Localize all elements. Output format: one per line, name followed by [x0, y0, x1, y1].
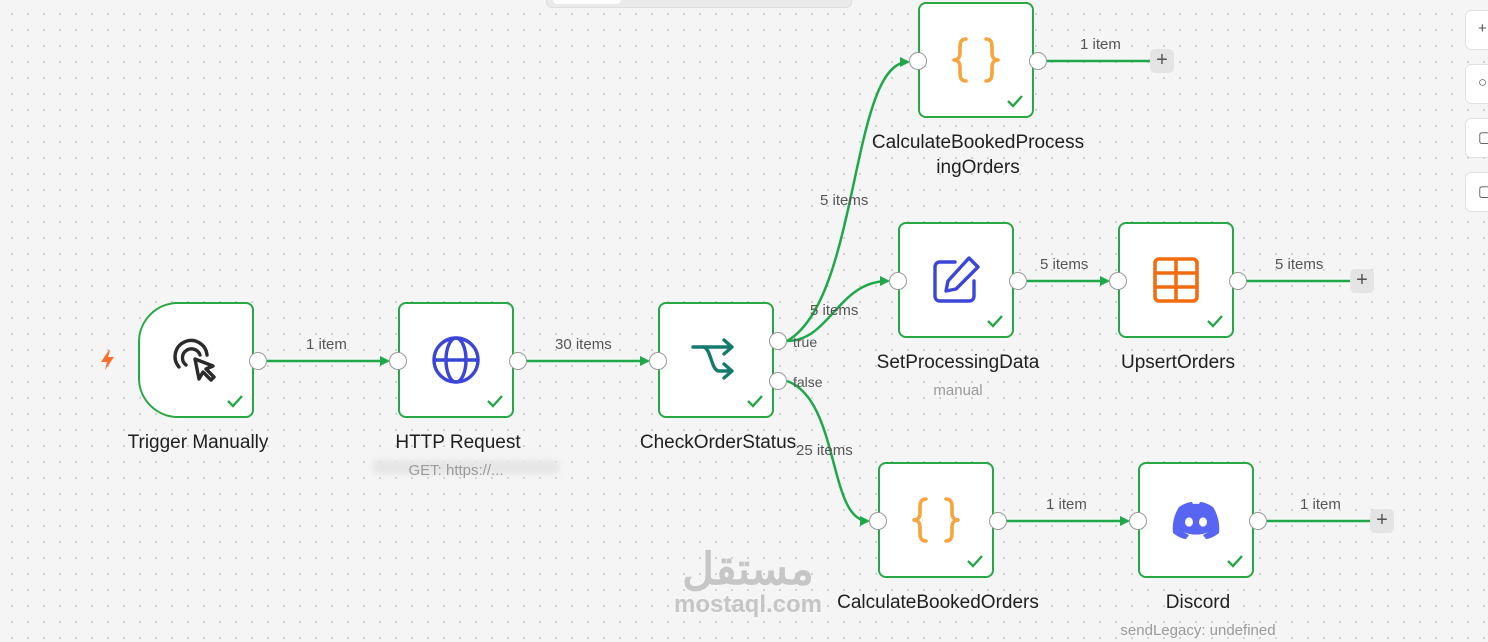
- node-subtitle-discord: sendLegacy: undefined: [1120, 622, 1276, 639]
- node-upsert-orders[interactable]: [1118, 222, 1234, 338]
- node-label-line-1: CalculateBookedProcess: [871, 132, 1085, 153]
- node-label-line-2: ingOrders: [936, 157, 1020, 178]
- edge-label-true-set-processing: 5 items: [810, 302, 859, 319]
- edge-label-true-calc-processing: 5 items: [820, 192, 869, 209]
- input-handle-calc-processing[interactable]: [909, 52, 927, 70]
- edge-true-set-processing: [786, 276, 890, 343]
- output-handle-upsert[interactable]: [1229, 272, 1247, 290]
- edge-label-set-upsert: 5 items: [1040, 256, 1089, 273]
- edge-label-calc-booked-discord: 1 item: [1046, 496, 1087, 513]
- zoom-in-button[interactable]: +: [1465, 10, 1488, 50]
- if-branch-icon: [689, 333, 743, 387]
- output-handle-discord[interactable]: [1249, 512, 1267, 530]
- node-label-check: CheckOrderStatus: [639, 432, 797, 453]
- square-icon: ▢: [1478, 129, 1488, 146]
- toolbar-button-4[interactable]: ▢: [1465, 172, 1488, 212]
- node-discord[interactable]: [1138, 462, 1254, 578]
- watermark-logo: مستقل mostaql.com: [658, 548, 838, 618]
- edge-label-trigger-http: 1 item: [306, 336, 347, 353]
- output-handle-calc-processing[interactable]: [1029, 52, 1047, 70]
- code-braces-icon: [949, 33, 1003, 87]
- watermark-arabic: مستقل: [682, 545, 814, 594]
- output-handle-set-processing[interactable]: [1009, 272, 1027, 290]
- edge-true-calc-processing: [786, 57, 910, 343]
- node-label-set-processing: SetProcessingData: [876, 352, 1040, 373]
- edge-label-false-calc-booked: 25 items: [796, 442, 853, 459]
- input-handle-check[interactable]: [649, 352, 667, 370]
- node-set-processing-data[interactable]: [898, 222, 1014, 338]
- cursor-click-icon: [169, 333, 223, 387]
- success-check-icon: [1206, 312, 1224, 330]
- node-label-trigger: Trigger Manually: [127, 432, 269, 453]
- edge-label-calc-processing-out: 1 item: [1080, 36, 1121, 53]
- trigger-bolt-icon: [98, 349, 118, 371]
- watermark-latin: mostaql.com: [673, 591, 823, 618]
- node-label-http: HTTP Request: [395, 432, 521, 453]
- edge-label-upsert-out: 5 items: [1275, 256, 1324, 273]
- output-handle-trigger[interactable]: [249, 352, 267, 370]
- node-label-upsert: UpsertOrders: [1120, 352, 1236, 373]
- circle-icon: ○: [1478, 74, 1488, 91]
- node-http-request[interactable]: [398, 302, 514, 418]
- discord-icon: [1169, 493, 1223, 547]
- output-handle-false[interactable]: [769, 372, 787, 390]
- input-handle-set-processing[interactable]: [889, 272, 907, 290]
- edge-label-discord-out: 1 item: [1300, 496, 1341, 513]
- success-check-icon: [1006, 92, 1024, 110]
- success-check-icon: [966, 552, 984, 570]
- success-check-icon: [986, 312, 1004, 330]
- success-check-icon: [746, 392, 764, 410]
- node-calculate-booked-processing-orders[interactable]: [918, 2, 1034, 118]
- node-label-discord: Discord: [1165, 592, 1231, 613]
- node-label-calc-booked: CalculateBookedOrders: [837, 592, 1039, 613]
- plus-icon: +: [1478, 20, 1487, 37]
- add-node-button[interactable]: +: [1350, 269, 1374, 293]
- redacted-url-blur: [372, 460, 560, 474]
- success-check-icon: [1226, 552, 1244, 570]
- success-check-icon: [226, 392, 244, 410]
- node-label-calc-processing: CalculateBookedProcess ingOrders: [848, 130, 1108, 180]
- canvas-top-toolbar: [546, 0, 852, 8]
- output-handle-http[interactable]: [509, 352, 527, 370]
- input-handle-discord[interactable]: [1129, 512, 1147, 530]
- fit-view-button[interactable]: ○: [1465, 64, 1488, 104]
- square-icon: ▢: [1478, 183, 1488, 200]
- toolbar-active-tab[interactable]: [553, 0, 621, 4]
- branch-label-false: false: [793, 374, 823, 390]
- globe-icon: [429, 333, 483, 387]
- edit-pen-icon: [929, 253, 983, 307]
- input-handle-http[interactable]: [389, 352, 407, 370]
- node-calculate-booked-orders[interactable]: [878, 462, 994, 578]
- input-handle-upsert[interactable]: [1109, 272, 1127, 290]
- output-handle-true[interactable]: [769, 332, 787, 350]
- node-subtitle-set-processing: manual: [933, 382, 983, 399]
- node-trigger-manually[interactable]: [138, 302, 254, 418]
- node-check-order-status[interactable]: [658, 302, 774, 418]
- output-handle-calc-booked[interactable]: [989, 512, 1007, 530]
- success-check-icon: [486, 392, 504, 410]
- add-node-button[interactable]: +: [1150, 49, 1174, 73]
- input-handle-calc-booked[interactable]: [869, 512, 887, 530]
- edge-label-http-check: 30 items: [555, 336, 612, 353]
- table-grid-icon: [1149, 253, 1203, 307]
- node-subtitle-http: GET: https://...: [408, 462, 504, 479]
- code-braces-icon: [909, 493, 963, 547]
- add-node-button[interactable]: +: [1370, 509, 1394, 533]
- branch-label-true: true: [793, 334, 818, 350]
- edge-false-calc-booked: [786, 379, 870, 526]
- toolbar-button-3[interactable]: ▢: [1465, 118, 1488, 158]
